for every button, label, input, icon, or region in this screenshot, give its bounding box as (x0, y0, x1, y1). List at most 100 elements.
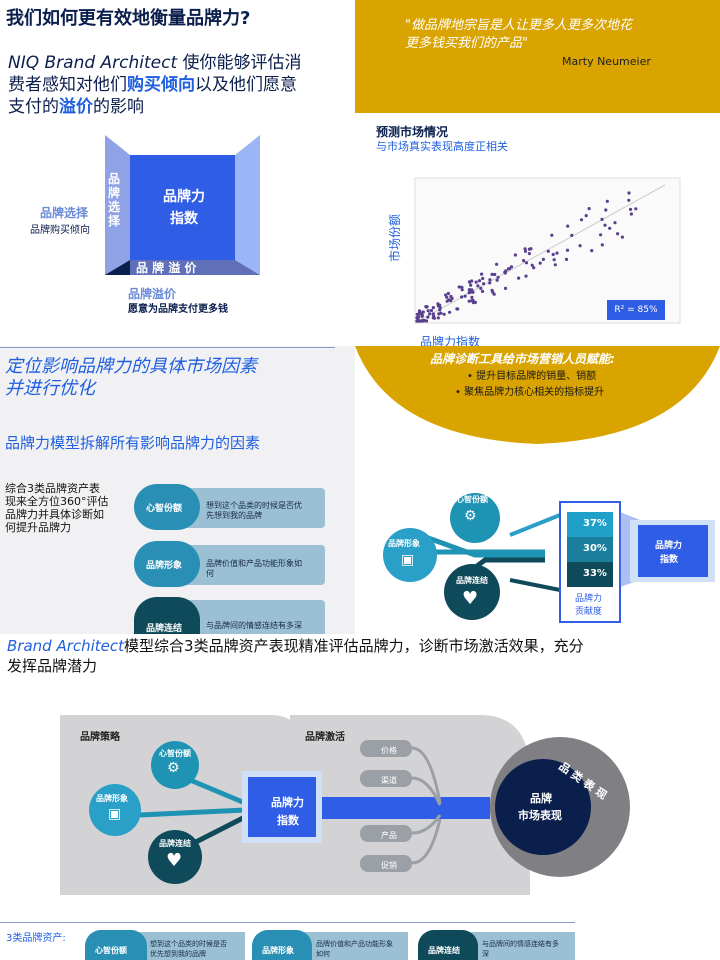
scatter-dot (477, 279, 482, 283)
scatter-dot (509, 265, 514, 269)
scatter-dot (570, 233, 574, 237)
intro-line-3: 支付的溢价的影响 (8, 92, 144, 117)
scatter-dot (416, 319, 421, 323)
highlight-premium: 溢价 (59, 97, 93, 117)
scatter-dot (436, 316, 440, 320)
headline-text: 模型综合3类品牌资产表现精准评估品牌力，诊断市场激活效果，充分 (124, 637, 584, 655)
factor-text-image-2: 何 (206, 569, 214, 578)
asset-mind-desc-2: 优先想到我的品牌 (150, 950, 206, 958)
performance-core (495, 759, 591, 855)
cube-center-label-2: 指数 (170, 211, 198, 227)
scatter-dot (488, 278, 492, 282)
scatter-dot (605, 199, 609, 203)
scatter-dot (431, 306, 435, 310)
scatter-dot (471, 290, 475, 294)
scatter-dot (415, 312, 419, 316)
factors-description: 综合3类品牌资产表 现来全方位360°评估 品牌力并具体诊断如 何提升品牌力 (5, 482, 109, 534)
asset-pill-mind-label: 心智份额 (95, 946, 127, 955)
scatter-dot (506, 267, 511, 271)
contrib-label-1: 品牌力 (575, 594, 603, 604)
asset-pill-image (252, 930, 312, 960)
scatter-dot (426, 309, 430, 313)
performance-label-2: 市场表现 (518, 809, 562, 822)
quote-author: Marty Neumeier (562, 55, 651, 68)
scatter-dot (460, 295, 464, 299)
y-axis-label: 市场份额 (388, 213, 402, 262)
heart-icon: ♥ (462, 588, 479, 609)
mind-node-label: 心智份额 (456, 495, 488, 504)
asset-pill-link (418, 930, 478, 960)
asset-pill-mind (85, 930, 147, 960)
r-squared-value: R² = 85% (614, 305, 658, 315)
highlight-purchase: 购买倾向 (127, 75, 195, 95)
premium-sub: 愿意为品牌支付更多钱 (128, 304, 228, 315)
scatter-dot (565, 248, 570, 252)
intro-text: 使你能够评估消 (177, 53, 302, 73)
scatter-dot (416, 316, 420, 320)
factor-text-image-1: 品牌价值和产品功能形象如 (206, 559, 302, 568)
factors-subtitle: 品牌力模型拆解所有影响品牌力的因素 (5, 434, 261, 452)
strategy-label: 品牌策略 (80, 732, 120, 743)
scatter-dot (442, 312, 446, 316)
asset-pill-image-label: 品牌形象 (262, 946, 294, 955)
performance-label-1: 品牌 (530, 792, 552, 805)
mind-node (151, 741, 199, 789)
asset-image-desc-2: 如何 (316, 950, 330, 958)
scatter-dot (480, 289, 485, 293)
factor-pill-mind (134, 484, 200, 530)
scatter-dot (490, 272, 494, 276)
scatter-dot (495, 278, 499, 282)
scatter-dot (488, 281, 492, 285)
scatter-dot (587, 207, 591, 211)
panel-brand-measure: 我们如何更有效地衡量品牌力? NIQ Brand Architect 使你能够评… (0, 0, 355, 330)
scatter-dot (460, 285, 464, 289)
scatter-dot (530, 263, 534, 267)
link-node (444, 564, 500, 620)
scatter-dot (418, 311, 422, 315)
scatter-dot (551, 252, 555, 257)
scatter-dot (600, 243, 604, 247)
scatter-dot (553, 263, 557, 267)
link-node-label: 品牌连结 (456, 576, 488, 585)
index-inner-box (248, 777, 316, 837)
scatter-dot (420, 313, 424, 317)
scatter-dot (438, 303, 442, 307)
mind-node (450, 493, 500, 543)
scatter-dot (446, 291, 450, 296)
asset-mind-desc-1: 想到这个品类的时候是否 (150, 940, 227, 948)
scatter-dot (579, 218, 584, 222)
intro-text: 的影响 (93, 97, 144, 117)
pct-1: 37% (583, 518, 607, 529)
scatter-dot (538, 261, 542, 265)
mind-label: 心智份额 (159, 749, 191, 758)
lever-channel: 渠道 (381, 776, 397, 785)
scatter-dot (470, 299, 474, 303)
scatter-dot (448, 310, 452, 314)
trend-line (414, 184, 666, 324)
scatter-dot (467, 299, 471, 303)
scatter-dot (524, 261, 529, 265)
scatter-dot (424, 305, 428, 309)
asset-link-desc-2: 深 (482, 950, 489, 958)
bowl-bullet-2: • 聚焦品牌力核心相关的指标提升 (455, 387, 605, 398)
scatter-dot (495, 262, 499, 266)
scatter-dot (627, 198, 631, 202)
scatter-dot (523, 247, 527, 251)
scatter-dot (608, 226, 612, 230)
intro-text: 以及他们愿意 (195, 75, 297, 95)
scatter-dot (421, 318, 425, 322)
scatter-dot (455, 307, 459, 311)
bowl-bullet-text: 提升目标品牌的销量、销额 (476, 371, 597, 382)
pct-bar-1 (567, 512, 613, 537)
assets-label: 3类品牌资产: (6, 933, 66, 944)
bowl-bullet-text: 聚焦品牌力核心相关的指标提升 (464, 387, 605, 398)
scatter-dot (566, 224, 570, 228)
scatter-dot (546, 249, 550, 253)
scatter-dot (445, 295, 449, 299)
link-label: 品牌连结 (159, 839, 191, 848)
chip-icon: ▣ (401, 552, 415, 568)
prediction-title: 预测市场情况 (376, 125, 449, 139)
scatter-dot (600, 217, 604, 221)
scatter-dot (584, 214, 588, 218)
scatter-dot (517, 276, 521, 280)
